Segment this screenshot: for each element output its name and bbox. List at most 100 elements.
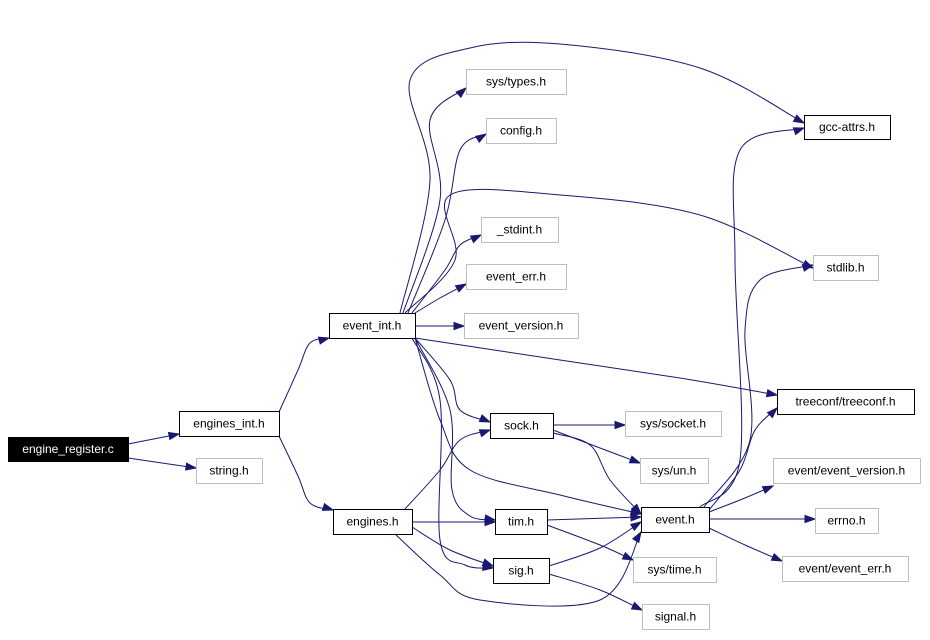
node-config-h: config.h — [486, 118, 557, 144]
node-event-version-h: event_version.h — [464, 313, 579, 339]
node-box — [782, 556, 909, 582]
arrowhead-icon — [621, 551, 635, 561]
arrowhead-icon — [792, 127, 806, 136]
edge-line — [278, 337, 330, 413]
arrowhead-icon — [766, 406, 779, 419]
node-event-h[interactable]: event.h — [641, 507, 710, 533]
node-box — [641, 507, 710, 533]
node-stdint-h: _stdint.h — [481, 217, 559, 243]
node-stdlib-h: stdlib.h — [813, 255, 879, 281]
node-label: sys/un.h — [652, 464, 697, 478]
edge-line — [404, 429, 491, 510]
edge-event_int_h-to-sys_types_h — [402, 87, 468, 314]
arrowhead-icon — [454, 283, 468, 293]
node-engine-register-c[interactable]: engine_register.c — [8, 437, 129, 462]
edge-tim_h-to-sys_time_h — [546, 524, 635, 561]
arrowhead-icon — [792, 114, 806, 124]
arrowhead-icon — [167, 431, 181, 441]
node-box — [466, 264, 567, 290]
node-label: event.h — [655, 513, 694, 527]
node-label: _stdint.h — [496, 223, 542, 237]
node-event-event-err-h: event/event_err.h — [782, 556, 909, 582]
node-box — [490, 413, 554, 439]
node-box — [486, 118, 557, 144]
node-box — [179, 411, 280, 437]
edge-line — [407, 133, 487, 314]
node-label: string.h — [209, 464, 248, 478]
arrowhead-icon — [484, 517, 497, 527]
edge-event_int_h-to-stdlib_h — [404, 188, 815, 314]
edge-event_h-to-event_event_err_h — [708, 527, 784, 562]
edges-layer — [127, 41, 817, 611]
edge-sock_h-to-sys_un_h — [552, 429, 642, 464]
edge-event_h-to-event_event_version_h — [708, 485, 775, 513]
node-label: errno.h — [827, 514, 865, 528]
node-sys-socket-h: sys/socket.h — [625, 411, 722, 437]
arrowhead-icon — [614, 420, 627, 430]
node-label: signal.h — [655, 610, 696, 624]
node-label: stdlib.h — [826, 261, 864, 275]
arrowhead-icon — [474, 133, 488, 144]
edge-event_int_h-to-event_version_h — [415, 321, 466, 331]
node-box — [804, 115, 891, 140]
node-sys-un-h: sys/un.h — [640, 458, 709, 484]
arrowhead-icon — [761, 485, 775, 494]
edge-line — [548, 521, 642, 567]
edge-line — [414, 337, 491, 423]
arrowhead-icon — [628, 455, 642, 464]
arrowhead-icon — [630, 601, 644, 611]
edge-event_int_h-to-event_err_h — [414, 283, 468, 314]
node-box — [466, 69, 567, 95]
nodes-layer: engine_register.c engines_int.h string.h ev… — [8, 69, 921, 630]
node-box — [625, 411, 722, 437]
node-label: event_version.h — [479, 319, 564, 333]
edge-line — [546, 524, 634, 561]
node-gcc-attrs-h[interactable]: gcc-attrs.h — [804, 115, 891, 140]
node-box — [640, 458, 709, 484]
edge-line — [548, 573, 643, 611]
edge-event_h-to-errno_h — [709, 514, 817, 524]
node-label: event/event_err.h — [799, 562, 892, 576]
node-signal-h: signal.h — [642, 604, 710, 630]
arrowhead-icon — [770, 552, 784, 562]
arrowhead-icon — [765, 389, 779, 398]
node-label: gcc-attrs.h — [819, 120, 875, 134]
node-label: event/event_version.h — [788, 464, 905, 478]
edge-line — [708, 527, 783, 562]
node-errno-h: errno.h — [815, 508, 879, 534]
node-sock-h[interactable]: sock.h — [490, 413, 554, 439]
edge-line — [546, 516, 642, 521]
node-tim-h[interactable]: tim.h — [495, 509, 548, 535]
edge-engines_int_h-to-engines_h — [278, 435, 335, 511]
node-label: sys/time.h — [647, 563, 701, 577]
node-event-int-h[interactable]: event_int.h — [329, 313, 416, 339]
node-treeconf-h[interactable]: treeconf/treeconf.h — [777, 389, 915, 415]
node-engines-h[interactable]: engines.h — [333, 509, 413, 535]
edge-line — [399, 41, 805, 314]
node-box — [333, 509, 413, 535]
node-label: engine_register.c — [22, 442, 113, 456]
edge-line — [404, 188, 814, 314]
node-box — [777, 389, 915, 415]
edge-tim_h-to-event_h — [546, 513, 643, 522]
node-label: engines_int.h — [193, 417, 264, 431]
node-engines-int-h[interactable]: engines_int.h — [179, 411, 280, 437]
arrowhead-icon — [185, 462, 198, 471]
node-box — [481, 217, 559, 243]
edge-line — [703, 264, 814, 508]
edge-line — [708, 407, 778, 511]
edge-sig_h-to-event_h — [548, 521, 643, 567]
edge-sock_h-to-sys_socket_h — [553, 420, 627, 430]
edge-line — [127, 457, 197, 469]
node-label: sys/types.h — [486, 75, 546, 89]
edge-sig_h-to-signal_h — [548, 573, 644, 611]
edge-engines_int_h-to-event_int_h — [278, 336, 331, 413]
node-box — [196, 458, 263, 484]
arrowhead-icon — [455, 87, 468, 99]
node-box — [813, 255, 879, 281]
edge-line — [278, 435, 334, 511]
edge-line — [394, 531, 642, 607]
edge-event_int_h-to-sock_h — [414, 337, 492, 423]
node-sig-h[interactable]: sig.h — [493, 558, 550, 584]
edge-engines_h-to-tim_h — [412, 517, 497, 527]
